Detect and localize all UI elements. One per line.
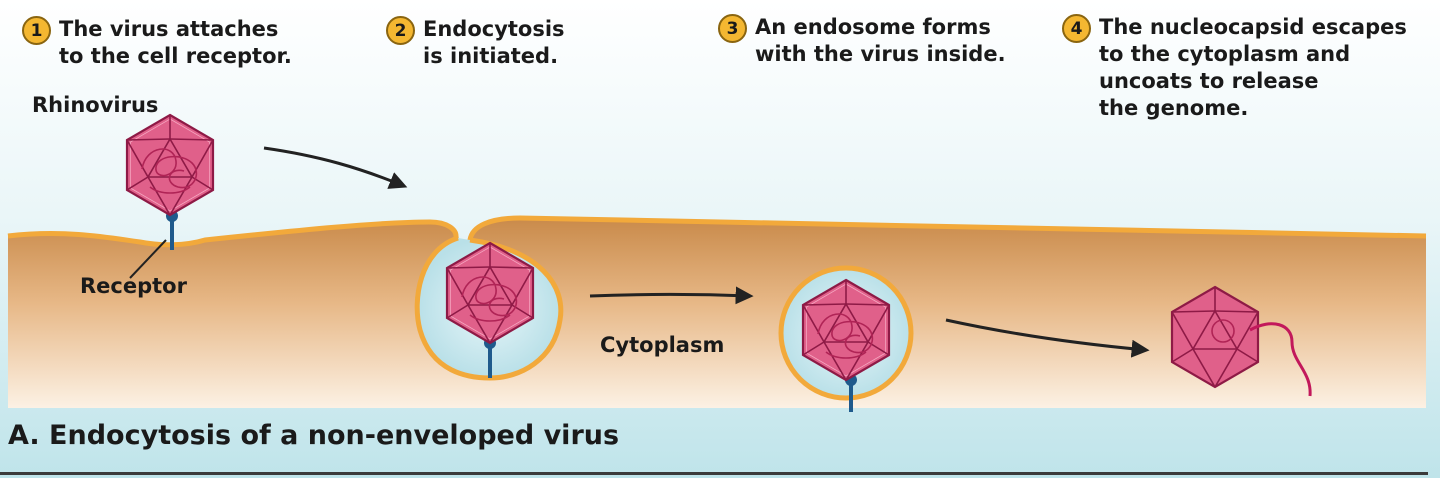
cytoplasm-region [8, 218, 1426, 408]
figure-caption: A. Endocytosis of a non-enveloped virus [8, 420, 620, 451]
receptor-label: Receptor [80, 274, 187, 298]
step-3-number: 3 [718, 14, 747, 43]
step-3-text: An endosome forms with the virus inside. [755, 15, 1006, 66]
cytoplasm-label: Cytoplasm [600, 333, 725, 357]
arrow-step1-to-step2 [263, 146, 408, 189]
arrow-step2-to-step3 [589, 286, 754, 305]
arrow-step3-to-step4 [945, 318, 1150, 358]
plasma-membrane [7, 215, 1427, 250]
released-genome [1249, 322, 1312, 397]
step-4: 4 The nucleocapsid escapes to the cytopl… [1062, 14, 1407, 122]
step-2-text: Endocytosis is initiated. [423, 17, 565, 68]
step-1: 1 The virus attaches to the cell recepto… [22, 16, 292, 70]
step-2-number: 2 [386, 16, 415, 45]
step-1-number: 1 [22, 16, 51, 45]
receptor-leader-line [129, 239, 167, 279]
step-4-number: 4 [1062, 14, 1091, 43]
step-1-text: The virus attaches to the cell receptor. [59, 17, 292, 68]
bottom-rule [0, 472, 1428, 475]
step-3: 3 An endosome forms with the virus insid… [718, 14, 1006, 68]
step-2: 2 Endocytosis is initiated. [386, 16, 565, 70]
step-4-text: The nucleocapsid escapes to the cytoplas… [1099, 15, 1407, 120]
rhinovirus-label: Rhinovirus [32, 93, 159, 117]
